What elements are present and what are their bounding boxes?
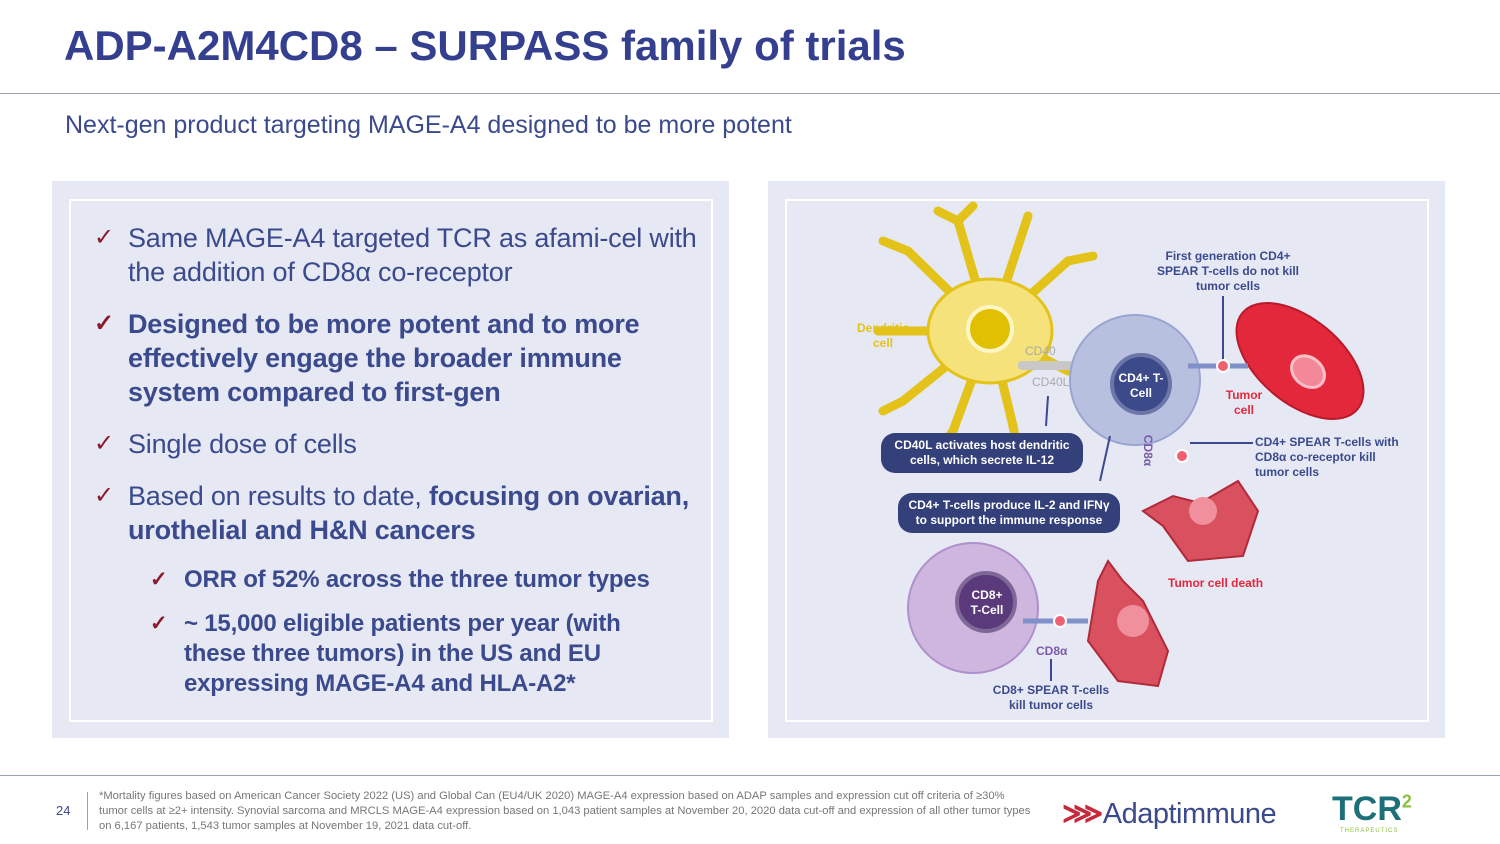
pill-cd40l: CD40L activates host dendritic cells, wh… xyxy=(881,433,1083,473)
label-cd4-cell: CD4+ T-Cell xyxy=(1118,371,1164,400)
bullet-4: ✓ Based on results to date, focusing on o… xyxy=(94,479,714,547)
mhc-icon xyxy=(1216,359,1230,373)
bullet-text: Based on results to date, xyxy=(128,481,429,511)
label-cd8a: CD8α xyxy=(1036,644,1068,658)
pill-cd4: CD4+ T-cells produce IL-2 and IFNγ to su… xyxy=(898,493,1120,533)
subtitle: Next-gen product targeting MAGE-A4 desig… xyxy=(65,111,792,139)
bullet-bold-text: focusing on ovarian, urothelial and H&N … xyxy=(128,481,690,545)
sub-bullet-1: ✓ ORR of 52% across the three tumor types xyxy=(150,565,714,595)
cd40-receptor-icon xyxy=(1018,361,1073,370)
cd8-nucleus xyxy=(955,571,1017,633)
check-icon: ✓ xyxy=(150,568,168,591)
logo-sup: 2 xyxy=(1401,791,1412,812)
check-icon: ✓ xyxy=(94,224,114,251)
label-cd40: CD40 xyxy=(1025,344,1056,358)
bullet-text: ORR of 52% across the three tumor types xyxy=(184,566,650,593)
dendritic-nucleus xyxy=(966,305,1014,353)
bullet-list: ✓ Same MAGE-A4 targeted TCR as afami-cel … xyxy=(94,221,714,713)
bullet-text: Designed to be more potent and to more e… xyxy=(128,309,640,407)
cd4-nucleus xyxy=(1110,353,1172,415)
arrow-icon xyxy=(1099,435,1111,482)
bullet-text: ~ 15,000 eligible patients per year (wit… xyxy=(184,610,621,697)
label-tumor-cell: Tumor cell xyxy=(1225,388,1263,417)
tcr2-logo-sub: THERAPEUTICS xyxy=(1340,828,1399,834)
label-dendritic: Dendritic cell xyxy=(856,321,909,350)
check-icon: ✓ xyxy=(150,612,168,635)
divider xyxy=(87,792,88,830)
label-first-gen: First generation CD4+ SPEAR T-cells do n… xyxy=(1156,249,1300,293)
label-cd8a-rotated: CD8α xyxy=(1141,434,1156,467)
logo-text: TCR xyxy=(1332,790,1402,828)
label-cd40l: CD40L xyxy=(1032,375,1070,389)
label-cd8-cell: CD8+ T-Cell xyxy=(970,588,1004,617)
check-icon: ✓ xyxy=(94,310,114,337)
tumor-cell-icon xyxy=(1235,302,1365,420)
bullet-1: ✓ Same MAGE-A4 targeted TCR as afami-cel … xyxy=(94,221,714,289)
label-cd8-spear: CD8+ SPEAR T-cells kill tumor cells xyxy=(992,683,1110,712)
check-icon: ✓ xyxy=(94,430,114,457)
divider xyxy=(0,93,1500,94)
tcr2-logo: TCR2 xyxy=(1332,790,1412,829)
check-icon: ✓ xyxy=(94,482,114,509)
mechanism-diagram xyxy=(873,201,1365,688)
diagram-panel: Dendritic cell CD40 CD40L CD4+ T-Cell Fi… xyxy=(768,181,1445,738)
logo-text: Adaptimmune xyxy=(1102,798,1277,830)
page-number: 24 xyxy=(56,803,71,818)
divider xyxy=(0,775,1500,776)
label-tumor-death: Tumor cell death xyxy=(1168,576,1264,590)
adaptimmune-logo-icon: ⋙ xyxy=(1062,798,1103,830)
footnote: *Mortality figures based on American Can… xyxy=(99,790,1031,832)
adaptimmune-logo: ⋙Adaptimmune xyxy=(1062,796,1277,831)
bullet-text: Single dose of cells xyxy=(128,429,357,459)
label-cd4-spear: CD4+ SPEAR T-cells with CD8α co-receptor… xyxy=(1255,435,1399,479)
bullet-text: Same MAGE-A4 targeted TCR as afami-cel w… xyxy=(128,223,697,287)
arrow-icon xyxy=(1045,395,1049,427)
bullets-panel: ✓ Same MAGE-A4 targeted TCR as afami-cel … xyxy=(52,181,729,738)
bullet-2: ✓ Designed to be more potent and to more … xyxy=(94,307,714,409)
sub-bullet-2: ✓ ~ 15,000 eligible patients per year (wi… xyxy=(150,609,664,699)
bullet-3: ✓ Single dose of cells xyxy=(94,427,714,461)
page-title: ADP-A2M4CD8 – SURPASS family of trials xyxy=(64,22,906,69)
